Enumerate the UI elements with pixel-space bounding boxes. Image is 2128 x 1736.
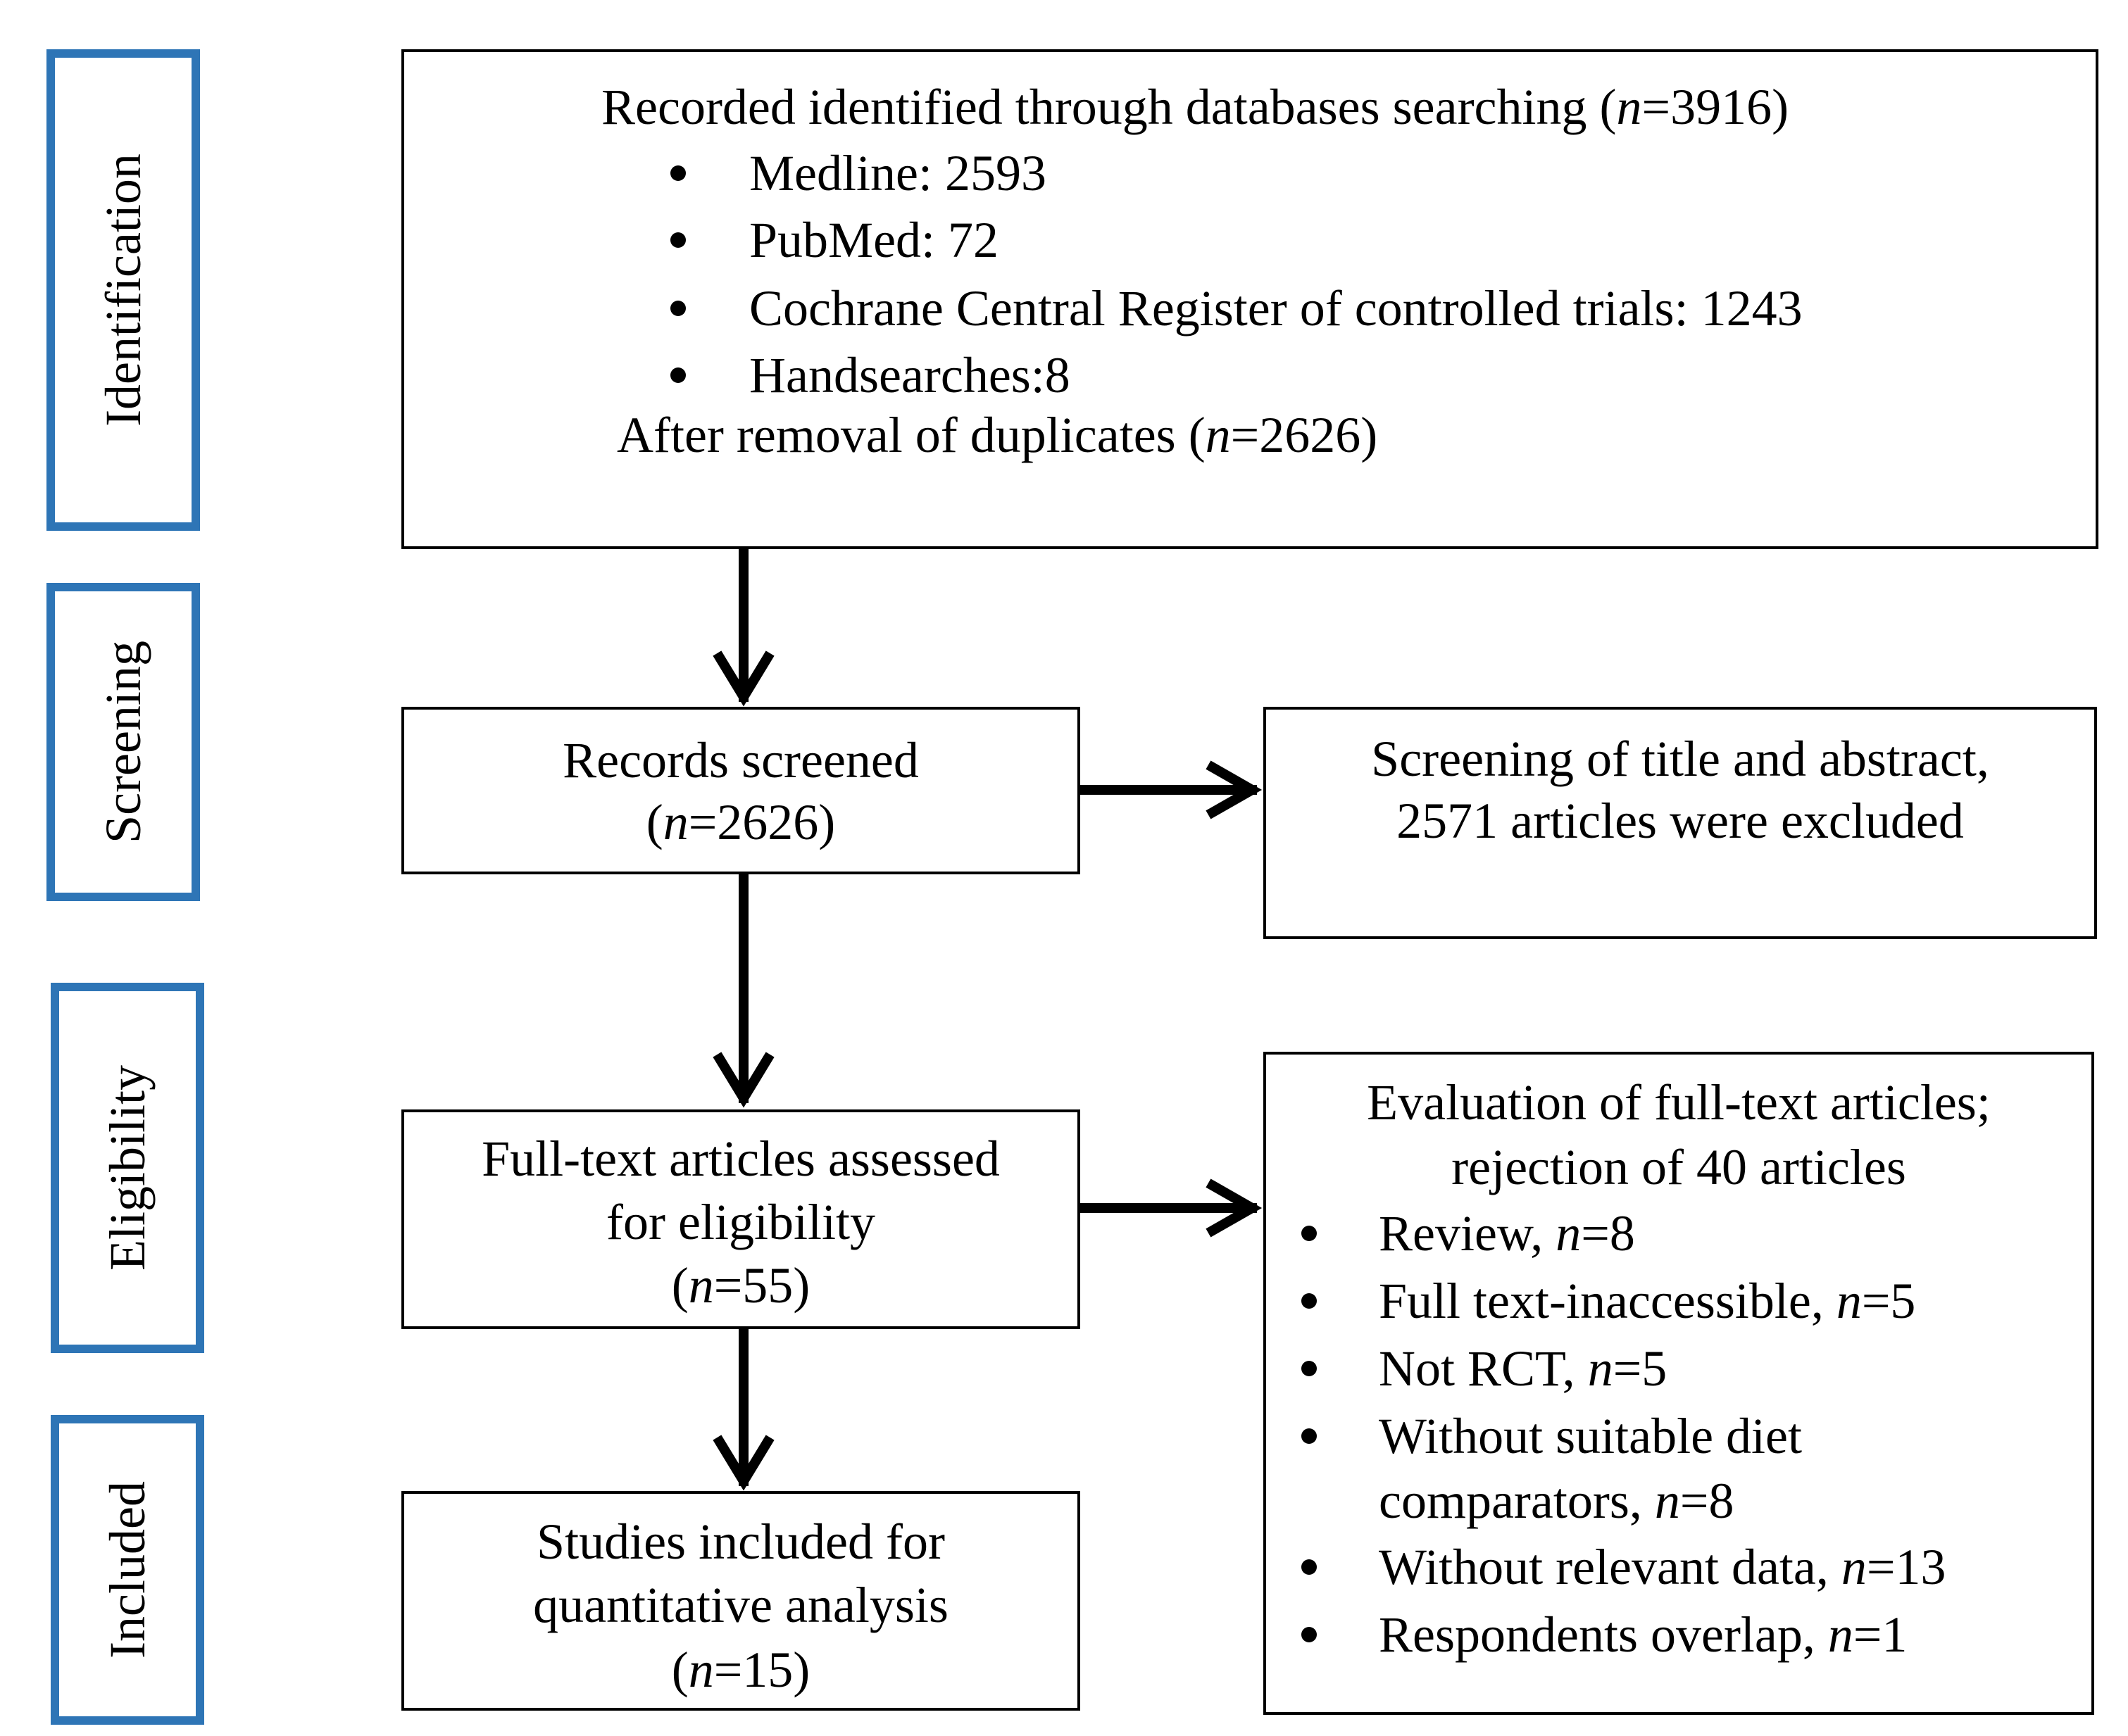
screening-excluded-line1: Screening of title and abstract, <box>1371 731 1989 787</box>
included-line1: Studies included for <box>537 1514 945 1570</box>
bullet-dot <box>670 301 686 316</box>
eligibility-excluded-box: Evaluation of full-text articles; reject… <box>1263 1052 2094 1715</box>
eligibility-count: (n=55) <box>671 1257 810 1314</box>
screening-excluded-box: Screening of title and abstract, 2571 ar… <box>1263 707 2097 939</box>
eligibility-excluded-line1: Evaluation of full-text articles; <box>1367 1074 1991 1131</box>
included-line2: quantitative analysis <box>533 1577 949 1633</box>
bullet-dot <box>670 367 686 383</box>
bullet-dot <box>1301 1361 1317 1376</box>
bullet-dot <box>1301 1627 1317 1642</box>
stage-included: Included <box>51 1415 204 1725</box>
bullet-dot <box>1301 1559 1317 1575</box>
arrowhead-screening-to-excluded <box>1206 760 1263 819</box>
bullet-dot <box>670 232 686 248</box>
included-count: (n=15) <box>671 1642 810 1698</box>
included-box: Studies included for quantitative analys… <box>401 1491 1080 1711</box>
eligibility-box: Full-text articles assessed for eligibil… <box>401 1109 1080 1329</box>
eligibility-line2: for eligibility <box>606 1194 875 1250</box>
bullet-dot <box>1301 1226 1317 1241</box>
bullet-dot <box>670 165 686 181</box>
stage-screening: Screening <box>46 583 200 901</box>
exclusion-item: Full text-inaccessible, n=5 <box>1379 1273 1916 1329</box>
stage-eligibility: Eligibility <box>51 983 204 1353</box>
exclusion-item: Not RCT, n=5 <box>1379 1340 1667 1397</box>
exclusion-item: Without suitable diet <box>1379 1408 1802 1464</box>
identification-item: Handsearches:8 <box>749 347 1070 403</box>
eligibility-excluded-line2: rejection of 40 articles <box>1451 1139 1906 1195</box>
screening-title: Records screened <box>563 732 919 788</box>
arrowhead-screening-to-eligibility <box>713 1052 775 1108</box>
bullet-dot <box>1301 1293 1317 1309</box>
arrowhead-identification-to-screening <box>713 650 775 707</box>
stage-identification: Identification <box>46 49 200 531</box>
identification-item: Cochrane Central Register of controlled … <box>749 280 1803 336</box>
arrowhead-eligibility-to-excluded <box>1206 1178 1263 1238</box>
identification-item: PubMed: 72 <box>749 212 999 268</box>
exclusion-item: Respondents overlap, n=1 <box>1379 1606 1908 1663</box>
arrowhead-eligibility-to-included <box>713 1435 775 1491</box>
identification-box: Recorded identified through databases se… <box>401 49 2098 549</box>
screening-excluded-line2: 2571 articles were excluded <box>1396 793 1964 849</box>
exclusion-item: Without relevant data, n=13 <box>1379 1539 1946 1595</box>
exclusion-item: Review, n=8 <box>1379 1205 1635 1262</box>
exclusion-item-continuation: comparators, n=8 <box>1379 1473 1734 1529</box>
bullet-dot <box>1301 1428 1317 1444</box>
eligibility-line1: Full-text articles assessed <box>482 1131 1000 1187</box>
identification-item: Medline: 2593 <box>749 145 1046 201</box>
identification-title: Recorded identified through databases se… <box>601 79 1789 135</box>
identification-after-duplicates: After removal of duplicates (n=2626) <box>617 407 1378 463</box>
screening-count: (n=2626) <box>646 794 836 850</box>
